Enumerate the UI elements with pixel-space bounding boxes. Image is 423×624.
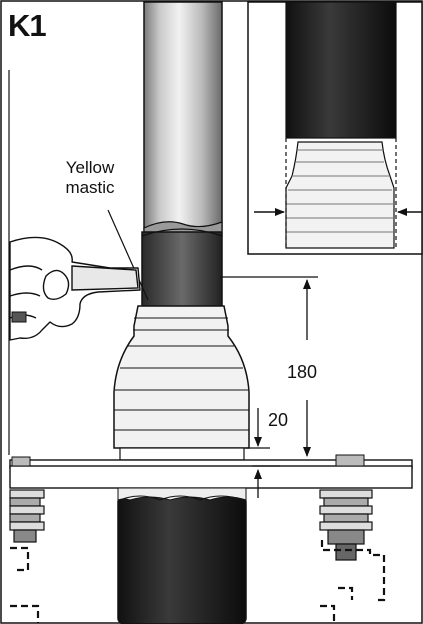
lower-cable-edge: [119, 495, 245, 501]
dimension-20: [246, 408, 280, 498]
panel-label: K1: [8, 8, 47, 43]
right-bellows: [319, 489, 373, 561]
left-bracket-dashed: [10, 546, 40, 623]
inset-cable: [285, 1, 397, 139]
left-bellows: [9, 489, 45, 543]
inset-sleeve: [285, 141, 395, 249]
inset-rings: [286, 149, 394, 233]
dimension-180-label: 180: [287, 362, 318, 382]
tool-tip: [11, 311, 27, 323]
mastic-callout-line1: Yellow: [65, 158, 115, 177]
cone-base: [119, 447, 245, 461]
right-bracket-dashed: [320, 540, 386, 623]
mastic-callout-line: [107, 209, 149, 301]
left-bolt-head: [11, 456, 31, 467]
mastic-callout-line2: mastic: [65, 178, 115, 197]
mastic-top: [141, 228, 223, 237]
inset-guide-lines: [285, 138, 397, 250]
flange-plate: [9, 465, 413, 489]
mastic-callout: Yellow mastic: [40, 158, 140, 198]
dimension-180: [220, 276, 318, 457]
mastic-sleeve: [141, 231, 223, 311]
termination-cone: [113, 305, 250, 449]
lower-cable-jacket: [117, 495, 247, 624]
tool-icon: [71, 265, 139, 291]
dimension-20-label: 20: [268, 410, 289, 430]
conductor-pipe: [143, 1, 223, 231]
right-bolt-head: [335, 454, 365, 467]
cone-rings: [114, 317, 249, 431]
